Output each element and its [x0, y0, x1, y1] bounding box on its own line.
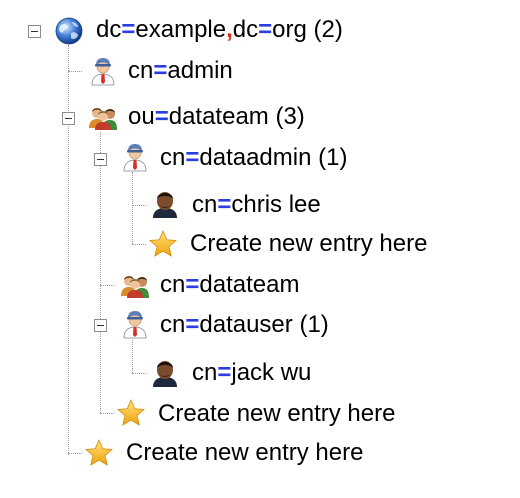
tree-node[interactable]: cn=admin — [128, 55, 233, 87]
create-entry-label[interactable]: Create new entry here — [126, 439, 364, 466]
tree-connector — [100, 132, 101, 413]
tree-connector — [132, 373, 146, 374]
user-icon — [91, 58, 115, 86]
tree-node[interactable]: cn=datateam — [160, 269, 299, 301]
tree-connector — [100, 285, 114, 286]
tree-connector — [68, 71, 82, 72]
node-label[interactable]: cn=jack wu — [192, 359, 312, 386]
tree-connector — [68, 45, 69, 455]
collapse-toggle[interactable] — [94, 153, 107, 166]
collapse-toggle[interactable] — [94, 319, 107, 332]
tree-node[interactable]: ou=datateam (3) — [128, 101, 305, 133]
tree-connector — [132, 340, 133, 373]
star-icon — [149, 229, 177, 257]
node-label[interactable]: cn=datauser (1) — [160, 311, 329, 338]
tree-connector — [132, 172, 133, 244]
create-entry-label[interactable]: Create new entry here — [190, 230, 428, 257]
tree-node[interactable]: cn=dataadmin (1) — [160, 142, 347, 174]
create-entry-link[interactable]: Create new entry here — [158, 398, 395, 430]
user-icon — [123, 144, 147, 172]
create-entry-label[interactable]: Create new entry here — [158, 400, 396, 427]
child-count: (1) — [318, 144, 348, 171]
child-count: (1) — [299, 311, 329, 338]
group-icon — [89, 108, 117, 130]
person-photo-icon — [150, 188, 180, 218]
node-label[interactable]: ou=datateam (3) — [128, 103, 305, 130]
child-count: (3) — [275, 103, 305, 130]
node-label[interactable]: cn=admin — [128, 57, 233, 84]
person-photo-icon — [150, 357, 180, 387]
star-icon — [117, 398, 145, 426]
tree-node[interactable]: cn=datauser (1) — [160, 309, 329, 341]
node-label[interactable]: cn=dataadmin (1) — [160, 144, 348, 171]
globe-icon — [55, 17, 83, 45]
tree-connector — [132, 205, 146, 206]
tree-node[interactable]: cn=chris lee — [192, 189, 321, 221]
collapse-toggle[interactable] — [28, 25, 41, 38]
node-label[interactable]: cn=chris lee — [192, 191, 321, 218]
tree-node[interactable]: cn=jack wu — [192, 357, 311, 389]
create-entry-link[interactable]: Create new entry here — [190, 228, 427, 260]
tree-connector — [100, 413, 114, 414]
tree-node-root[interactable]: dc=example,dc=org (2) — [96, 14, 343, 46]
collapse-toggle[interactable] — [62, 112, 75, 125]
node-label[interactable]: dc=example,dc=org (2) — [96, 16, 343, 43]
create-entry-link[interactable]: Create new entry here — [126, 437, 363, 469]
node-label[interactable]: cn=datateam — [160, 271, 300, 298]
tree-connector — [132, 244, 146, 245]
star-icon — [85, 438, 113, 466]
group-icon — [121, 276, 149, 298]
user-icon — [123, 311, 147, 339]
tree-connector — [68, 453, 82, 454]
child-count: (2) — [313, 16, 343, 43]
